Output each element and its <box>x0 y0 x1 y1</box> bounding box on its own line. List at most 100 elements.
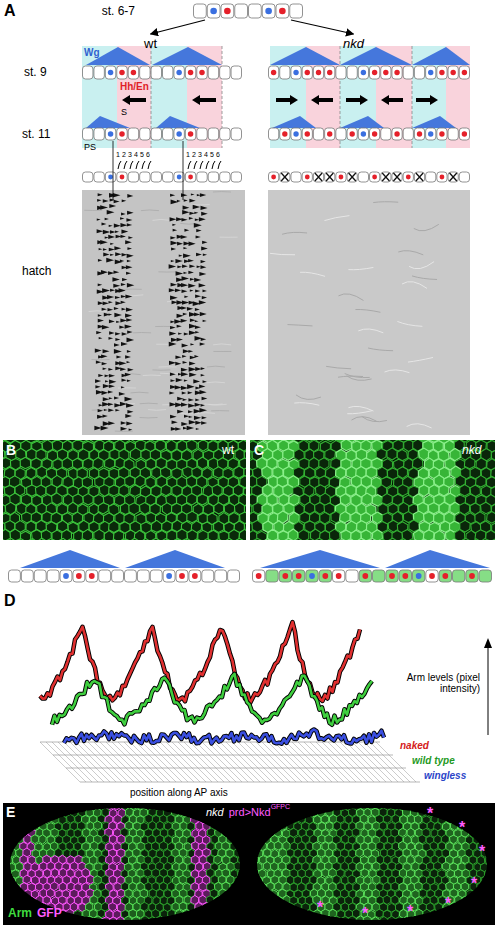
nucleus <box>76 573 82 579</box>
cuticle-wrinkle <box>408 357 433 362</box>
denticle <box>98 193 103 196</box>
cell-outline <box>36 896 44 905</box>
denticle <box>126 272 131 275</box>
cell <box>73 570 85 582</box>
cell-outline <box>419 539 429 540</box>
wg-gradient <box>272 116 316 128</box>
cell-outline <box>229 530 240 541</box>
denticle <box>96 360 102 363</box>
nucleus <box>188 70 193 75</box>
cell-outline <box>283 538 294 540</box>
cell-outline <box>43 814 51 823</box>
cell-outline <box>242 917 250 925</box>
cell-outline <box>485 801 493 810</box>
cell <box>249 4 262 18</box>
intensity-trace <box>52 674 372 725</box>
cell-outline <box>231 828 239 837</box>
cell <box>325 128 335 140</box>
cell-outline <box>222 896 230 904</box>
denticle <box>189 420 196 424</box>
cell-outline <box>78 916 86 925</box>
denticle <box>183 253 191 258</box>
cell-outline <box>144 869 152 878</box>
denticle <box>200 342 206 345</box>
cell-outline <box>453 802 460 811</box>
nucleus <box>316 70 321 75</box>
nucleus <box>349 131 354 136</box>
cell-outline <box>4 883 12 892</box>
denticle <box>125 397 133 402</box>
signal-arrow <box>122 95 146 105</box>
cell-outline <box>8 821 16 830</box>
cell-outline <box>187 916 195 925</box>
denticle <box>188 271 194 274</box>
cell <box>333 570 345 582</box>
cell <box>197 66 207 79</box>
cell <box>414 172 424 182</box>
cell <box>151 172 161 182</box>
nucleus <box>429 573 435 579</box>
denticle <box>177 265 182 268</box>
grid-line <box>316 742 356 782</box>
denticle <box>108 313 112 315</box>
cell <box>117 172 127 182</box>
micrograph <box>3 440 246 540</box>
denticle <box>169 264 177 269</box>
denticle <box>169 288 176 292</box>
cell <box>163 128 173 140</box>
nucleus <box>469 573 475 579</box>
cell <box>386 570 398 582</box>
cell-outline <box>226 917 234 925</box>
nucleus <box>120 175 125 180</box>
cell-outline <box>306 801 314 810</box>
cell-outline <box>58 538 68 540</box>
cell-row <box>269 66 470 79</box>
denticle <box>127 260 131 263</box>
denticle <box>109 397 113 399</box>
grid-line <box>196 742 236 782</box>
denticle <box>125 324 132 328</box>
cell <box>262 4 275 18</box>
nucleus <box>119 131 124 136</box>
cell-outline <box>408 540 419 541</box>
cell <box>185 66 195 79</box>
grid-line <box>256 742 296 782</box>
cuticle-wrinkle <box>397 321 422 326</box>
nucleus <box>176 70 181 75</box>
nucleus <box>199 70 204 75</box>
grid-line <box>322 742 362 782</box>
denticle <box>195 325 201 329</box>
denticle <box>183 206 190 210</box>
cell-outline <box>168 801 176 810</box>
denticle <box>98 374 103 377</box>
cell-outline <box>28 896 36 905</box>
cell <box>437 172 447 182</box>
nucleus <box>192 573 198 579</box>
grid-line <box>112 742 152 782</box>
denticle <box>126 422 132 426</box>
denticle-symbol <box>200 161 203 169</box>
cell <box>220 66 230 79</box>
cell <box>215 570 227 582</box>
denticle <box>127 330 132 333</box>
cuticle-wrinkle <box>384 370 409 373</box>
denticle <box>99 337 103 339</box>
cell <box>319 570 331 582</box>
denticle <box>178 332 182 334</box>
nucleus <box>440 175 445 180</box>
denticle <box>184 415 189 418</box>
cell-outline <box>234 836 242 844</box>
cuticle-texture <box>140 417 158 418</box>
denticle <box>126 265 133 269</box>
denticle <box>169 361 176 365</box>
cell <box>151 66 161 79</box>
denticle <box>127 361 131 363</box>
cuticle-texture <box>92 359 110 360</box>
cuticle-wrinkle <box>324 216 349 221</box>
grid-line <box>292 742 332 782</box>
denticle <box>129 429 133 431</box>
denticle <box>188 259 194 262</box>
cell <box>291 128 301 140</box>
cell-row <box>253 570 492 582</box>
nucleus <box>372 175 377 180</box>
